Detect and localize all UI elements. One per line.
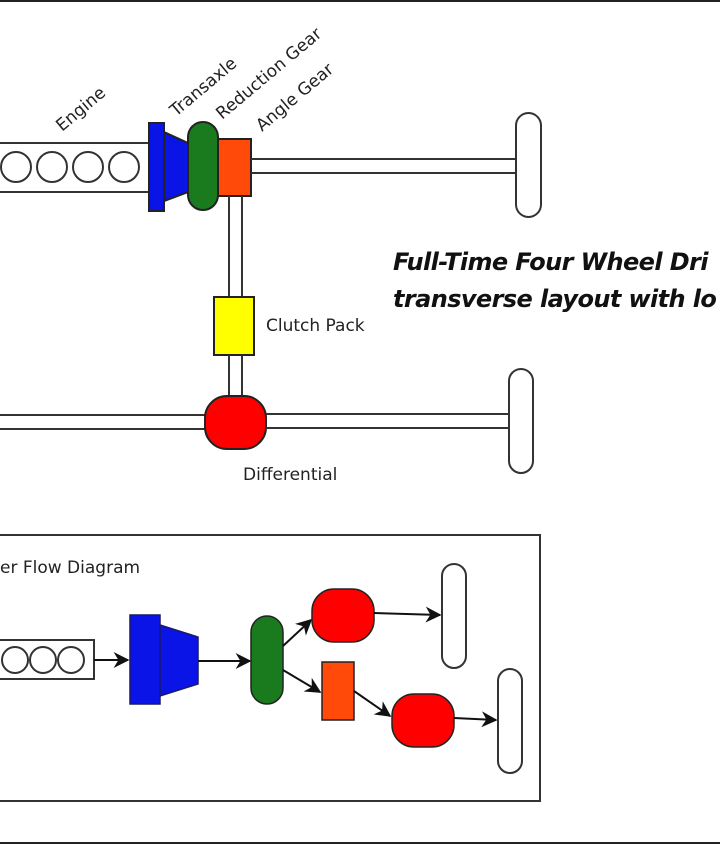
engine-cylinder xyxy=(0,151,32,183)
flow-arrow xyxy=(353,690,392,717)
power-flow-diagram: er Flow Diagram xyxy=(0,534,541,802)
engine-cylinder xyxy=(36,151,68,183)
flow-arrow xyxy=(453,711,498,728)
diagram-title-line1: Full-Time Four Wheel Dri xyxy=(393,248,709,276)
reduction-gear xyxy=(187,121,219,211)
flow-arrow xyxy=(373,606,442,623)
flow-diagram-title: er Flow Diagram xyxy=(0,558,140,578)
clutch-pack xyxy=(213,296,255,356)
engine-cylinder xyxy=(108,151,140,183)
flow-box-border xyxy=(0,534,541,802)
rear-right-wheel xyxy=(508,368,534,474)
transaxle xyxy=(148,122,189,212)
engine-cylinder xyxy=(29,646,57,674)
diagram-title-line2: transverse layout with lo xyxy=(393,285,716,313)
flow-rear-differential xyxy=(391,693,455,748)
flow-arrow xyxy=(282,669,322,693)
flow-arrow xyxy=(282,618,313,647)
engine-cylinder xyxy=(72,151,104,183)
differential xyxy=(204,395,267,450)
flow-front-differential xyxy=(311,588,375,643)
engine-cylinder xyxy=(1,646,29,674)
flow-angle-gear xyxy=(321,661,355,721)
differential-label: Differential xyxy=(243,465,337,485)
engine-label: Engine xyxy=(52,83,109,136)
angle-gear xyxy=(217,138,252,197)
flow-transaxle xyxy=(129,614,161,705)
engine xyxy=(0,142,150,193)
flow-reduction-gear xyxy=(250,615,284,705)
flow-front-wheel xyxy=(441,563,467,669)
engine-cylinder xyxy=(57,646,85,674)
clutch-pack-label: Clutch Pack xyxy=(266,316,365,336)
front-right-wheel xyxy=(515,112,542,218)
flow-rear-wheel xyxy=(497,668,523,774)
